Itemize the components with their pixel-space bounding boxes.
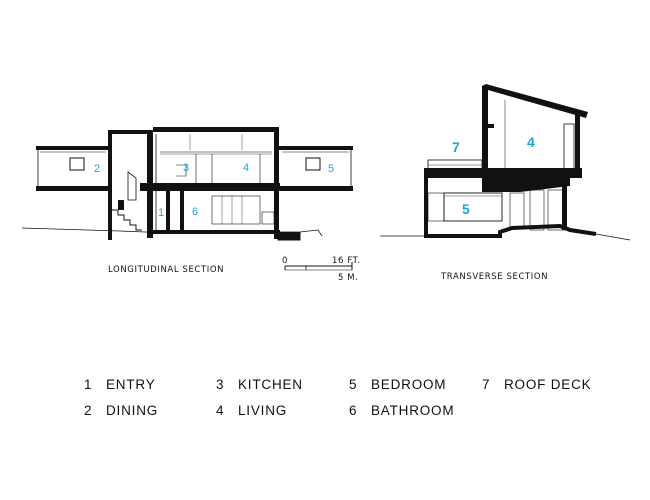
legend-label: BATHROOM [371,403,455,418]
transverse-section [380,84,631,241]
longitudinal-caption: LONGITUDINAL SECTION [108,265,224,275]
room-tag-4: 4 [243,162,249,174]
room-tag-6: 6 [192,206,198,218]
room-tag-3: 3 [183,162,189,174]
legend-item-bedroom: 5 BEDROOM [349,377,446,392]
room-tag-5: 5 [328,163,334,175]
longitudinal-section [21,127,353,241]
section-drawings: 1 2 3 4 5 6 LONGITUDINAL SECTION 0 16 FT… [21,84,631,283]
scale-bar: 0 16 FT. 5 M. [282,256,361,283]
legend-label: DINING [106,403,159,418]
legend-num: 6 [349,403,358,418]
room-tag-1: 1 [158,207,164,219]
legend-label: KITCHEN [238,377,303,392]
legend-label: BEDROOM [371,377,447,392]
legend-num: 2 [84,403,93,418]
legend-label: ROOF DECK [504,377,592,392]
scale-zero-label: 0 [282,256,288,266]
legend-label: LIVING [238,403,288,418]
transverse-caption: TRANSVERSE SECTION [440,272,548,282]
legend-num: 1 [84,377,93,392]
legend-item-kitchen: 3 KITCHEN [216,377,303,392]
room-tag-2: 2 [94,163,100,175]
scale-meters-label: 5 M. [338,273,359,283]
legend-num: 4 [216,403,225,418]
legend-num: 7 [482,377,491,392]
legend-item-entry: 1 ENTRY [84,377,156,392]
legend-num: 3 [216,377,225,392]
legend-item-bathroom: 6 BATHROOM [349,403,454,418]
legend-item-roof-deck: 7 ROOF DECK [482,377,591,392]
legend-num: 5 [349,377,358,392]
scale-feet-label: 16 FT. [332,256,361,266]
legend-item-living: 4 LIVING [216,403,287,418]
room-tag-7-transverse: 7 [452,139,460,155]
legend-label: ENTRY [106,377,156,392]
room-legend: 1 ENTRY 2 DINING 3 KITCHEN 4 LIVING 5 BEDROOM… [84,377,604,437]
room-tag-5-transverse: 5 [462,201,470,217]
legend-item-dining: 2 DINING [84,403,158,418]
room-tag-4-transverse: 4 [527,134,535,150]
